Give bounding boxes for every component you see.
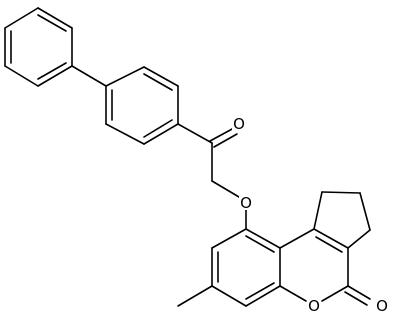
carbonyl-double-bond — [209, 127, 235, 142]
aromatic-inner-bond — [245, 235, 275, 253]
label-background — [307, 297, 321, 313]
bond — [105, 66, 145, 87]
methyl-bond — [177, 285, 213, 307]
bond — [347, 229, 371, 249]
bond — [359, 192, 371, 231]
bond — [245, 285, 281, 307]
bond — [211, 285, 247, 307]
ring-oxygen-label: O — [308, 297, 320, 315]
ether-oxygen-label: O — [240, 194, 252, 212]
chromenone-benzene-ring — [211, 228, 281, 307]
label-background — [232, 115, 246, 131]
biaryl-bond — [71, 65, 107, 87]
bond — [279, 228, 315, 249]
ketone-oxygen-label: O — [233, 115, 245, 133]
aromatic-inner-bond — [245, 282, 275, 300]
terminal-phenyl-ring — [4, 7, 73, 87]
aromatic-inner-bond — [143, 119, 173, 138]
ketone-linker — [177, 123, 240, 198]
bond — [211, 228, 247, 249]
bond — [313, 228, 349, 249]
bond — [321, 285, 349, 302]
bond — [321, 191, 361, 194]
label-background — [239, 194, 253, 210]
bond — [105, 123, 145, 145]
lactone-carbonyl-bond — [344, 291, 368, 306]
bond — [143, 123, 179, 145]
aromatic-inner-bond — [37, 14, 67, 32]
lactone-carbonyl-oxygen-label: O — [376, 297, 388, 315]
inner-double-bond — [315, 236, 343, 253]
atom-label-ketone-oxygen: O — [232, 115, 246, 133]
lactone-carbonyl-bond — [347, 285, 371, 300]
pyranone-ring — [279, 228, 371, 306]
bond — [177, 123, 213, 144]
bond — [4, 65, 39, 87]
atom-label-ether-oxygen: O — [239, 194, 253, 212]
carbonyl-double-bond — [213, 133, 238, 148]
aromatic-inner-bond — [37, 62, 67, 80]
bond — [245, 228, 281, 249]
bond — [313, 191, 323, 230]
bond — [211, 180, 240, 198]
bond — [279, 285, 307, 302]
label-background — [375, 297, 389, 313]
atom-label-ring-oxygen: O — [307, 297, 321, 315]
aromatic-inner-bond — [143, 73, 173, 91]
bond — [143, 66, 179, 87]
bond — [37, 65, 73, 87]
bond — [4, 7, 39, 29]
central-phenyl-ring — [105, 66, 179, 145]
cyclopentane-ring — [313, 191, 371, 249]
bond — [37, 7, 73, 29]
atom-label-lactone-carbonyl-oxygen: O — [375, 297, 389, 315]
